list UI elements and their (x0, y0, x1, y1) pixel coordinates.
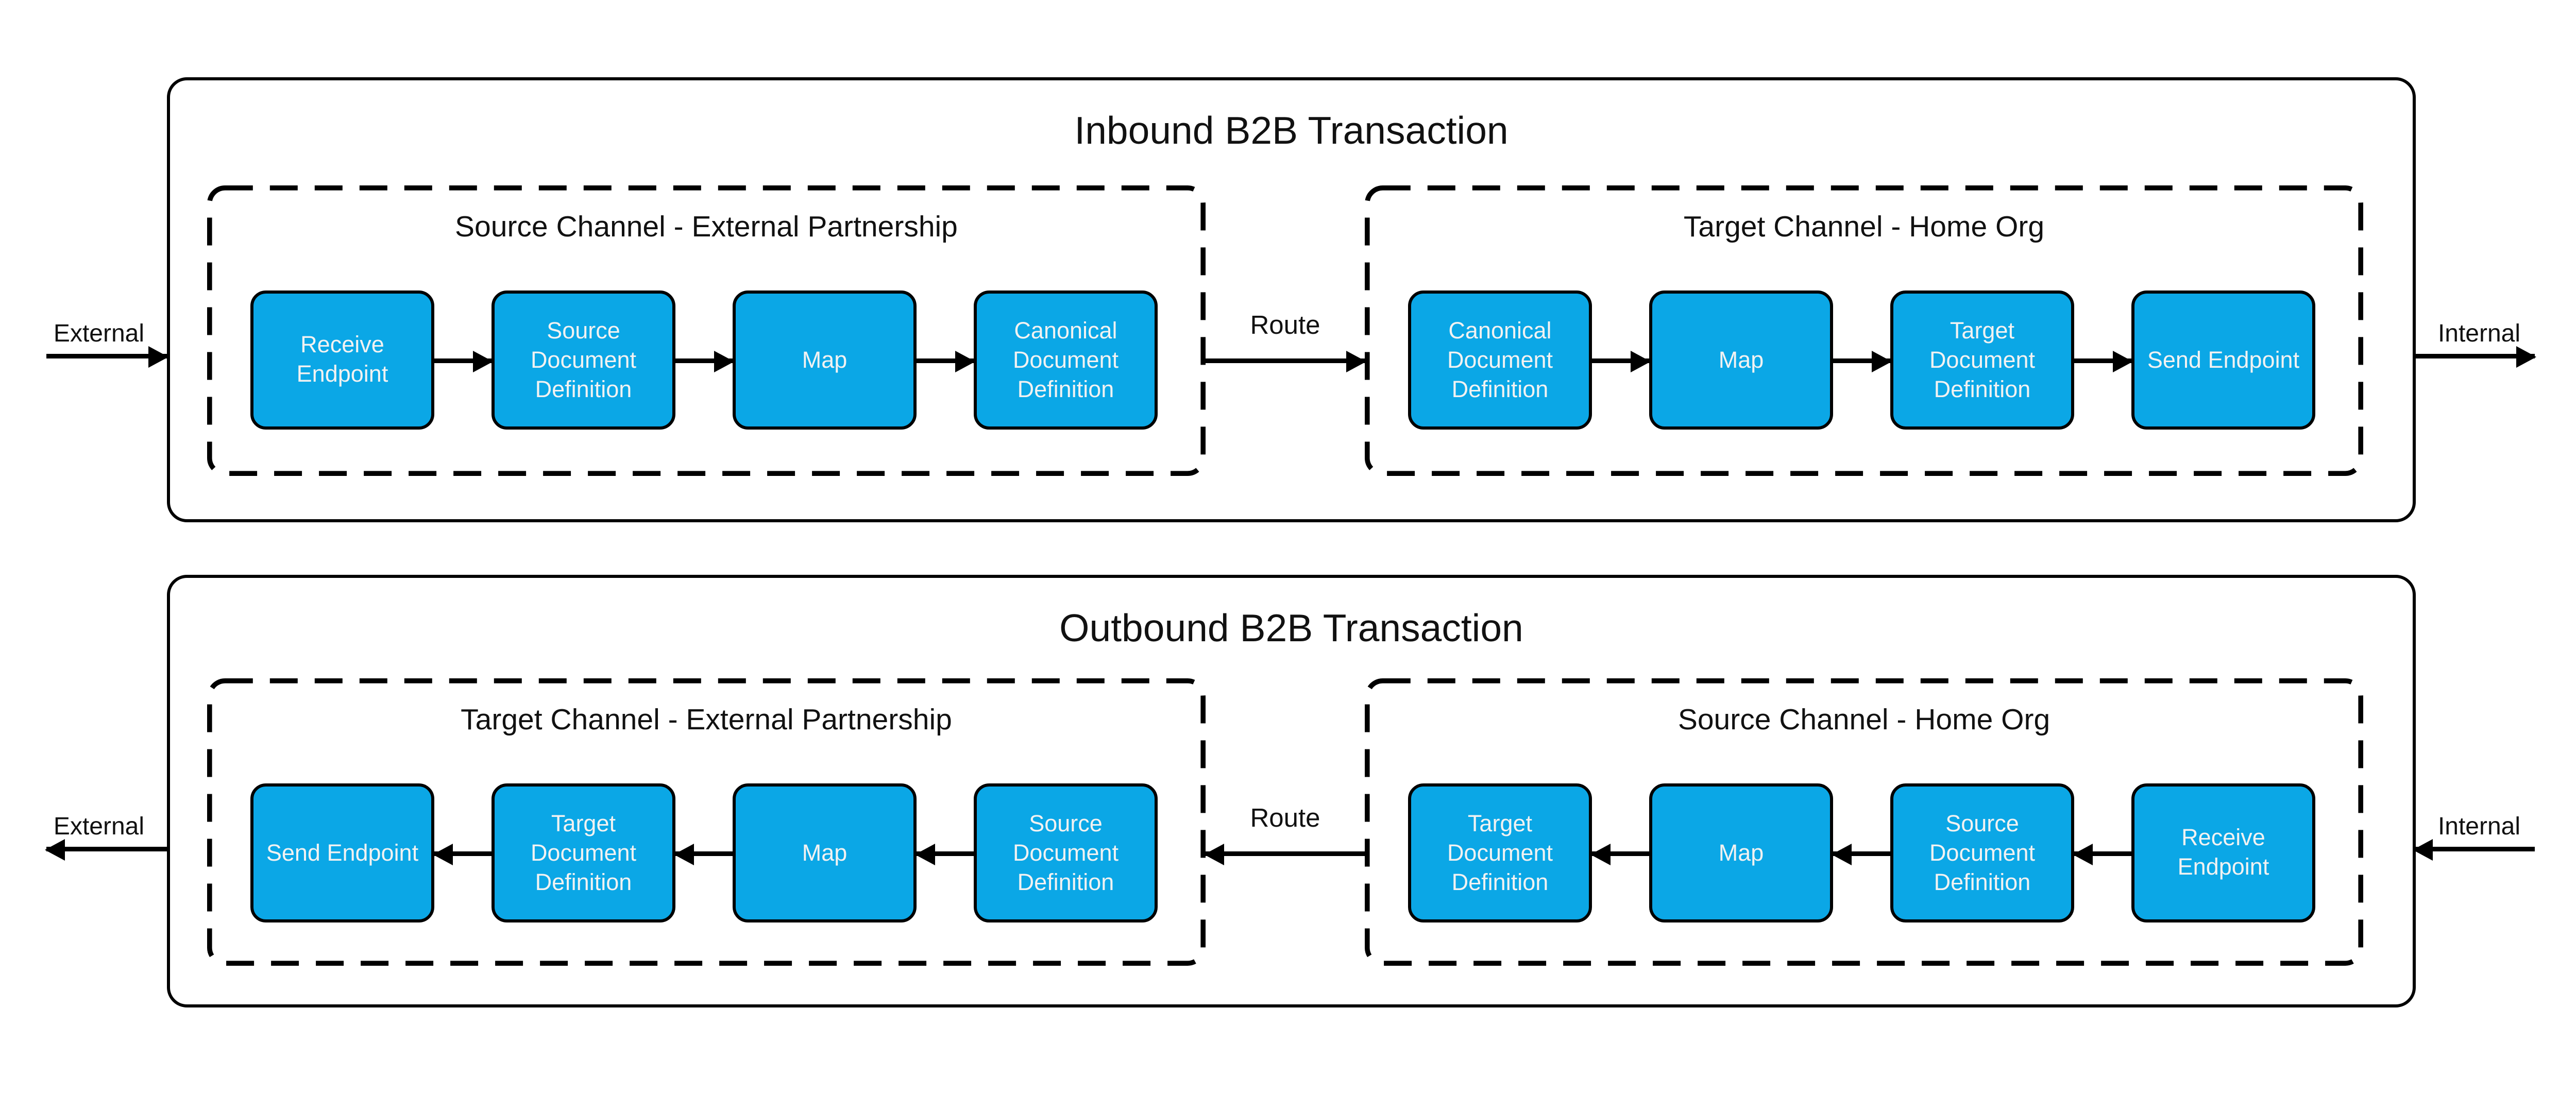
node-receive-endpoint: Receive Endpoint (250, 290, 434, 430)
node-source-document-definition: Source Document Definition (1890, 783, 2074, 922)
channel-target-home-org: Target Channel - Home Org Canonical Docu… (1365, 185, 2363, 476)
node-source-document-definition: Source Document Definition (974, 783, 1158, 922)
node-canonical-document-definition: Canonical Document Definition (1408, 290, 1592, 430)
channel-target-external-partnership: Target Channel - External Partnership Se… (207, 678, 1206, 966)
internal-label: Internal (2437, 321, 2521, 348)
node-target-document-definition: Target Document Definition (1408, 783, 1592, 922)
node-map: Map (733, 783, 917, 922)
node-send-endpoint: Send Endpoint (2131, 290, 2315, 430)
section-title: Outbound B2B Transaction (1059, 607, 1523, 651)
external-out-arrow-icon (46, 847, 167, 851)
node-target-document-definition: Target Document Definition (492, 783, 675, 922)
arrow-right-icon (434, 358, 492, 363)
arrow-right-icon (1592, 358, 1649, 363)
node-map: Map (1649, 290, 1833, 430)
channel-source-home-org: Source Channel - Home Org Target Documen… (1365, 678, 2363, 966)
dashed-border (1365, 185, 2363, 476)
arrow-right-icon (675, 358, 733, 363)
arrow-right-icon (1833, 358, 1890, 363)
route-arrow-right-icon (1206, 358, 1365, 363)
external-label: External (53, 814, 145, 841)
external-in-arrow-icon (46, 354, 167, 358)
arrow-left-icon (434, 851, 492, 856)
internal-in-arrow-icon (2414, 847, 2535, 851)
external-label: External (53, 321, 145, 348)
internal-label: Internal (2437, 814, 2521, 841)
dashed-border (207, 185, 1206, 476)
node-map: Map (733, 290, 917, 430)
arrow-left-icon (1833, 851, 1890, 856)
arrow-left-icon (1592, 851, 1649, 856)
route-arrow-left-icon (1206, 851, 1365, 856)
section-outbound: Outbound B2B Transaction Target Channel … (167, 575, 2416, 1007)
arrow-left-icon (675, 851, 733, 856)
node-source-document-definition: Source Document Definition (492, 290, 675, 430)
node-send-endpoint: Send Endpoint (250, 783, 434, 922)
arrow-right-icon (2074, 358, 2131, 363)
route-label: Route (1250, 311, 1320, 340)
node-target-document-definition: Target Document Definition (1890, 290, 2074, 430)
channel-title: Source Channel - Home Org (1677, 705, 2050, 737)
arrow-left-icon (917, 851, 974, 856)
node-map: Map (1649, 783, 1833, 922)
section-title: Inbound B2B Transaction (1074, 110, 1509, 153)
channel-source-external-partnership: Source Channel - External Partnership Re… (207, 185, 1206, 476)
internal-out-arrow-icon (2414, 354, 2535, 358)
arrow-right-icon (917, 358, 974, 363)
channel-title: Target Channel - Home Org (1683, 212, 2045, 244)
route-label: Route (1250, 804, 1320, 833)
channel-title: Source Channel - External Partnership (455, 212, 958, 244)
section-inbound: Inbound B2B Transaction Source Channel -… (167, 77, 2416, 522)
channel-title: Target Channel - External Partnership (461, 705, 952, 737)
node-canonical-document-definition: Canonical Document Definition (974, 290, 1158, 430)
node-receive-endpoint: Receive Endpoint (2131, 783, 2315, 922)
arrow-left-icon (2074, 851, 2131, 856)
